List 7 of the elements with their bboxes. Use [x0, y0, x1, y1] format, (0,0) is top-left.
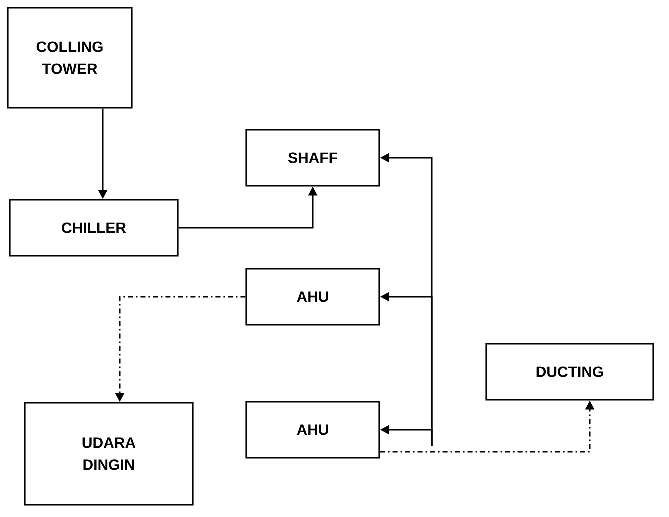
- process-box: AHU: [246, 401, 380, 459]
- process-box: CHILLER: [9, 199, 179, 257]
- process-box: DUCTING: [486, 343, 654, 401]
- process-box: COLLING TOWER: [7, 7, 133, 109]
- process-box: SHAFF: [246, 129, 380, 187]
- process-box: UDARA DINGIN: [24, 402, 194, 506]
- process-box: AHU: [246, 268, 380, 326]
